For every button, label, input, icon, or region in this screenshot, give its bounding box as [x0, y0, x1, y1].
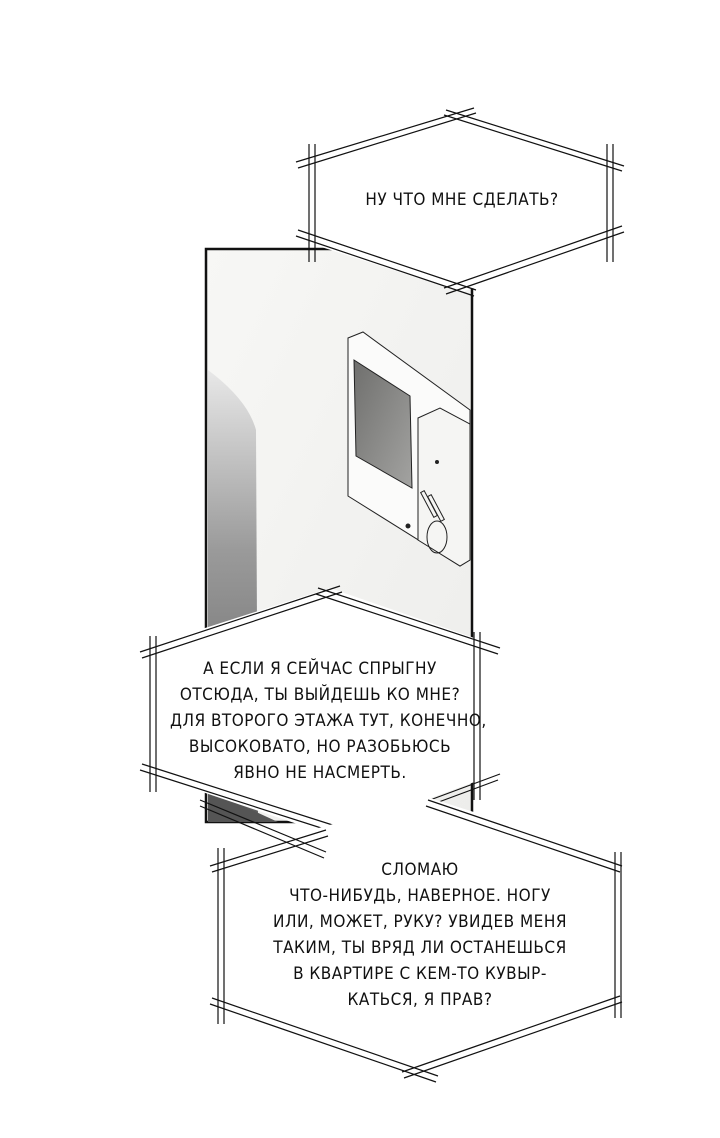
intercom-screen — [353, 359, 413, 489]
bubble-3-line: ЧТО-НИБУДЬ, НАВЕРНОЕ. НОГУ — [289, 886, 551, 906]
bubble-3-line: ТАКИМ, ТЫ ВРЯД ЛИ ОСТАНЕШЬСЯ — [273, 938, 567, 958]
bubble-3-line: В КВАРТИРЕ С КЕМ-ТО КУВЫР- — [293, 964, 547, 984]
bubble-1-line: НУ ЧТО МНЕ СДЕЛАТЬ? — [365, 190, 559, 210]
bubble-3-outline — [199, 798, 623, 1083]
intercom-mic — [435, 460, 439, 464]
speech-bubble-1: НУ ЧТО МНЕ СДЕЛАТЬ? — [312, 187, 612, 213]
bubble-3-line: КАТЬСЯ, Я ПРАВ? — [347, 990, 493, 1010]
bubble-2-line: ЯВНО НЕ НАСМЕРТЬ. — [233, 763, 407, 783]
bubble-2-outline — [139, 585, 501, 835]
speech-bubble-2: А ЕСЛИ Я СЕЙЧАС СПРЫГНУ ОТСЮДА, ТЫ ВЫЙДЕ… — [170, 656, 487, 786]
bubble-2-line: ОТСЮДА, ТЫ ВЫЙДЕШЬ КО МНЕ? — [179, 685, 461, 705]
bubble-2-line: А ЕСЛИ Я СЕЙЧАС СПРЫГНУ — [203, 659, 437, 679]
intercom-led — [405, 523, 411, 529]
bubble-2-line: ВЫСОКОВАТО, НО РАЗОБЬЮСЬ — [188, 737, 452, 757]
intercom-side-panel — [417, 407, 471, 567]
bubble-3-line: СЛОМАЮ — [381, 860, 459, 880]
bubble-3-line: ИЛИ, МОЖЕТ, РУКУ? УВИДЕВ МЕНЯ — [273, 912, 567, 932]
bubble-2-line: ДЛЯ ВТОРОГО ЭТАЖА ТУТ, КОНЕЧНО, — [170, 711, 487, 731]
bubble-1-outline — [295, 107, 625, 297]
speech-bubble-3: СЛОМАЮ ЧТО-НИБУДЬ, НАВЕРНОЕ. НОГУ ИЛИ, М… — [250, 857, 590, 1013]
intercom-speaker — [426, 520, 448, 554]
intercom-device — [347, 331, 471, 567]
intercom-button-2 — [426, 494, 446, 522]
